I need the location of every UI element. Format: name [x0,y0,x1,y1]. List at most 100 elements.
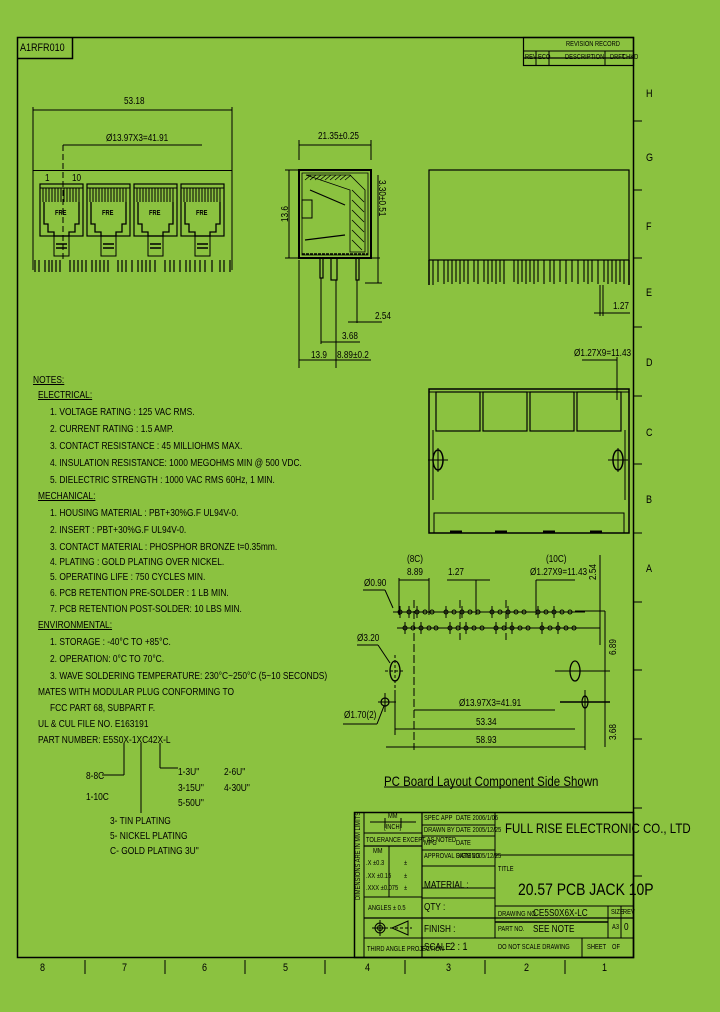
projection-label: THIRD ANGLE PROJECTION [367,946,444,953]
port-logo-2: FRE [102,210,114,217]
pcb-hole-3-20: Ø3.20 [357,633,380,644]
decoder-gold-2: 2-6U" [224,766,246,778]
pcb-dim-pitch: 1.27 [448,567,464,578]
port-logo-3: FRE [149,210,161,217]
side-dim-8-89: 8.89±0.2 [337,350,369,361]
size-value: A3 [612,924,620,931]
zone-number-8: 8 [40,962,46,974]
decoder-gold-5: 5-50U" [178,797,204,809]
mechanical-heading: MECHANICAL: [38,490,96,502]
zone-number-2: 2 [524,962,530,974]
bottom-pitch-dim: Ø1.27X9=11.43 [574,348,632,359]
environmental-heading: ENVIRONMENTAL: [38,619,113,631]
tolerance-row-2: .XX ±0.15 [366,873,392,880]
drawn-by-label: DRAWN BY [424,827,455,834]
spec-app-label: SPEC APP [424,815,453,822]
drawing-no-value: CE5S0X6X-LC [533,908,588,919]
rev-value: 0 [624,922,629,933]
pcb-dim-10c: Ø1.27X9=11.43 [530,567,588,578]
rev-col-eco: ECO [538,54,551,61]
scale-label: SCALE : [424,942,456,953]
side-dim-2-54: 2.54 [375,311,391,322]
rev-col-rev: REV [525,54,537,61]
pcb-hole-1-70: Ø1.70(2) [344,710,377,721]
tolerance-heading: TOLERANCE EXCEPT AS NOTED [366,837,457,844]
sheet-label: SHEET [587,944,607,951]
spec-app-date: DATE 2006/1/06 [456,815,499,822]
notes-heading: NOTES: [33,374,65,386]
electrical-note-2: 2. CURRENT RATING : 1.5 AMP. [50,423,174,435]
zone-letter-g: G [646,152,654,164]
no-scale-note: DO NOT SCALE DRAWING [498,944,570,951]
side-dim-13-9: 13.9 [311,350,327,361]
pcb-dim-6-89: 6.89 [608,639,619,655]
electrical-note-5: 5. DIELECTRIC STRENGTH : 1000 VAC RMS 60… [50,474,275,486]
zone-number-3: 3 [446,962,452,974]
pin-label-last: 10 [72,173,82,184]
side-height-dim: 13.6 [280,206,291,222]
ul-file-note: UL & CUL FILE NO. E163191 [38,718,149,730]
mfg-date: DATE [456,840,471,847]
size-label: SIZE [611,909,624,916]
pcb-dim-2-54: 2.54 [588,564,599,580]
zone-letter-c: C [646,427,653,439]
electrical-note-4: 4. INSULATION RESISTANCE: 1000 MEGOHMS M… [50,457,302,469]
decoder-plating-nickel: 5- NICKEL PLATING [110,830,188,842]
part-number-note: PART NUMBER: E5S0X-1XC42X-L [38,734,171,746]
pcb-label-8c: (8C) [407,554,423,565]
tolerance-row-1: .X ±0.3 [366,860,385,867]
drawing-title: 20.57 PCB JACK 10P [518,880,654,899]
mechanical-note-6: 6. PCB RETENTION PRE-SOLDER : 1 LB MIN. [50,587,229,599]
rev-col-description: DESCRIPTION [565,54,605,61]
approval-date: DATE 2005/12/25 [456,853,502,860]
zone-number-6: 6 [202,962,208,974]
angles-tolerance: ANGLES ± 0.5 [368,905,406,912]
decoder-position-8c: 8-8C [86,770,105,782]
electrical-note-1: 1. VOLTAGE RATING : 125 VAC RMS. [50,406,195,418]
finish-label: FINISH : [424,924,456,935]
drawing-id: A1RFR010 [20,42,65,54]
revision-block-title: REVISION RECORD [566,41,620,48]
qty-label: QTY : [424,902,446,913]
pcb-hole-0-90: Ø0.90 [364,578,387,589]
pcb-dim-3-68: 3.68 [608,724,619,740]
zone-number-4: 4 [365,962,371,974]
zone-letter-f: F [646,221,652,233]
tolerance-row-2-inch: ± [404,873,408,880]
pcb-layout-caption: PC Board Layout Component Side Shown [384,773,599,789]
mfg-label: MFG [424,840,437,847]
zone-letter-d: D [646,357,653,369]
side-width-dim: 21.35±0.25 [318,131,359,142]
pcb-dim-41-91: Ø13.97X3=41.91 [459,698,522,709]
mechanical-note-4: 4. PLATING : GOLD PLATING OVER NICKEL. [50,556,225,568]
unit-label-mm: MM [388,813,398,820]
drawn-by-date: DATE 2005/12/25 [456,827,502,834]
material-label: MATERIAL : [424,880,469,891]
part-no-label: PART NO. [498,926,525,933]
scale-value: 2 : 1 [450,941,468,953]
port-logo-1: FRE [55,210,67,217]
zone-letter-a: A [646,563,653,575]
tolerance-row-3: .XXX ±0.075 [366,885,399,892]
zone-number-5: 5 [283,962,289,974]
electrical-heading: ELECTRICAL: [38,389,93,401]
side-dim-3-68: 3.68 [342,331,358,342]
company-name: FULL RISE ELECTRONIC CO., LTD [505,820,691,836]
rev-col-chkd: CHKD [622,54,639,61]
drawing-no-label: DRAWING NO. [498,911,538,918]
pcb-dim-58-93: 58.93 [476,735,497,746]
environmental-note-2: 2. OPERATION: 0°C TO 70°C. [50,653,165,665]
approval-label: APPROVAL SIGNING [424,853,481,860]
electrical-note-3: 3. CONTACT RESISTANCE : 45 MILLIOHMS MAX… [50,440,243,452]
mates-note-2: FCC PART 68, SUBPART F. [50,702,156,714]
rev-label: REV [623,909,635,916]
zone-letter-e: E [646,287,653,299]
tolerance-row-1-inch: ± [404,860,408,867]
zone-letter-b: B [646,494,653,506]
pin-label-first: 1 [45,173,50,184]
front-overall-width: 53.18 [124,96,145,107]
mechanical-note-5: 5. OPERATING LIFE : 750 CYCLES MIN. [50,571,206,583]
mechanical-note-1: 1. HOUSING MATERIAL : PBT+30%G.F UL94V-0… [50,507,239,519]
rev-col-drft: DRFT [610,54,626,61]
